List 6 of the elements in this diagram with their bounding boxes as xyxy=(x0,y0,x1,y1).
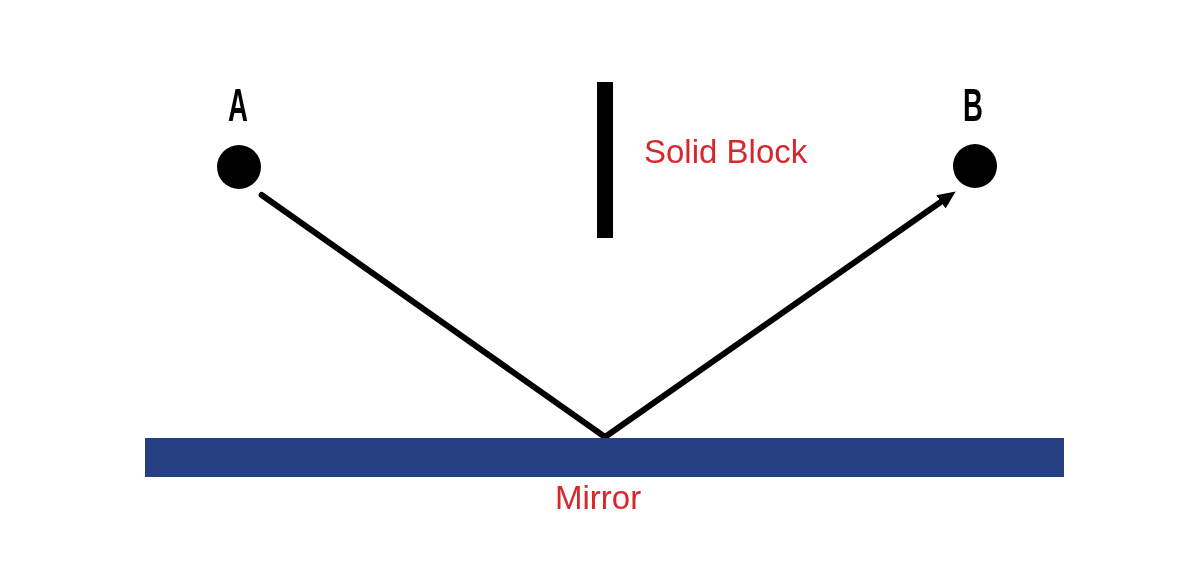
ray-arrow xyxy=(602,191,956,440)
ray-line xyxy=(258,191,608,440)
point-label: B xyxy=(963,82,983,128)
block-label: Solid Block xyxy=(644,135,808,168)
point-label: A xyxy=(228,82,248,128)
mirror-label: Mirror xyxy=(555,481,642,514)
